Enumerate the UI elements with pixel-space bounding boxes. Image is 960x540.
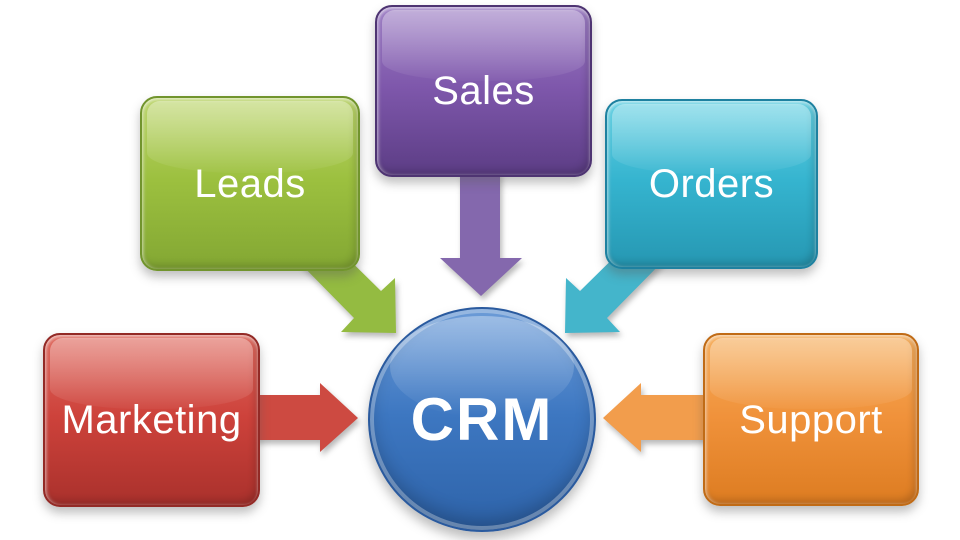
arrow-sales-to-crm xyxy=(440,171,522,296)
node-marketing: Marketing xyxy=(43,333,260,507)
node-marketing-label: Marketing xyxy=(61,398,242,442)
node-support-label: Support xyxy=(739,397,883,442)
node-orders: Orders xyxy=(605,99,818,269)
node-sales: Sales xyxy=(375,5,592,177)
arrow-support-to-crm xyxy=(603,383,708,452)
node-leads: Leads xyxy=(140,96,360,271)
node-orders-label: Orders xyxy=(648,162,775,206)
crm-center-node: CRM xyxy=(368,307,596,532)
crm-label: CRM xyxy=(410,385,554,453)
arrow-marketing-to-crm xyxy=(253,383,358,452)
node-leads-label: Leads xyxy=(194,161,306,206)
node-sales-label: Sales xyxy=(432,69,535,113)
node-support: Support xyxy=(703,333,919,506)
